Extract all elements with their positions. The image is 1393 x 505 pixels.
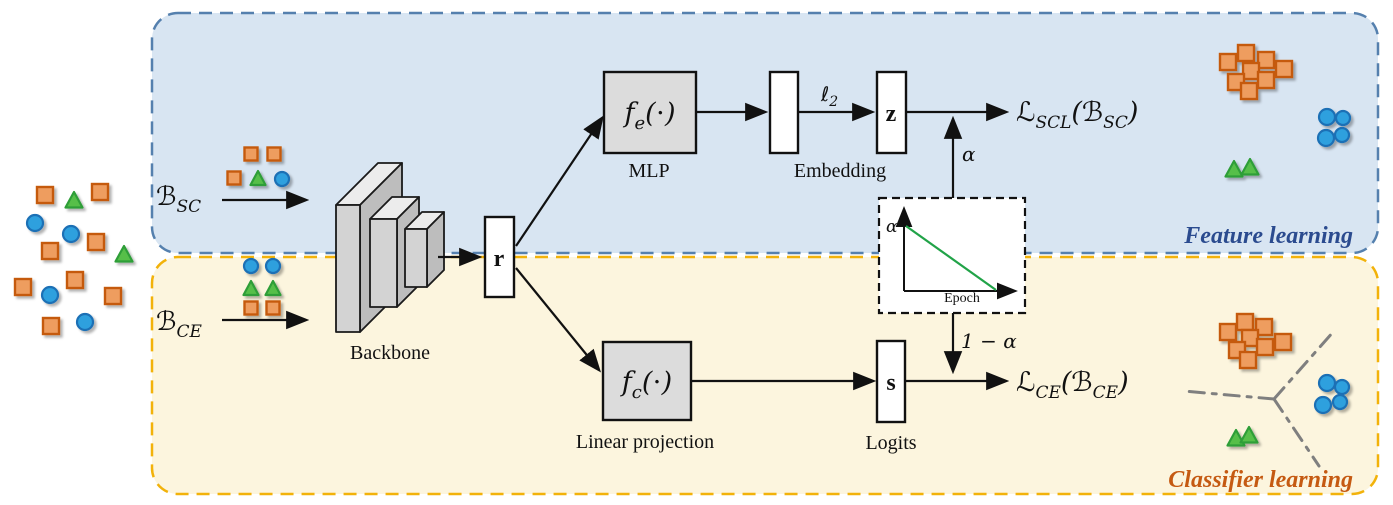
square-marker: [266, 146, 282, 162]
circle-marker: [1333, 378, 1351, 396]
scl-loss-label: ℒSCL(ℬSC): [1016, 97, 1138, 133]
square-marker: [1239, 81, 1259, 101]
r-to-classifier-arrow: [515, 267, 602, 373]
mlp-label: MLP: [628, 160, 669, 182]
embedding-z-label: z: [886, 101, 897, 127]
backbone-label: Backbone: [350, 342, 430, 364]
square-marker: [226, 170, 242, 186]
square-marker: [35, 185, 55, 205]
circle-marker: [242, 257, 260, 275]
square-marker: [1218, 322, 1238, 342]
r-to-mlp-arrow: [515, 115, 604, 247]
inset-x-label: Epoch: [944, 291, 980, 306]
alpha-decay-line: [905, 225, 997, 291]
circle-marker: [61, 224, 81, 244]
square-marker: [103, 286, 123, 306]
triangle-marker: [64, 190, 84, 209]
square-marker: [90, 182, 110, 202]
feature-learning-region: [150, 11, 1380, 255]
mlp-box: [602, 70, 698, 155]
linear-projection-box: [601, 340, 693, 422]
circle-marker: [1331, 393, 1349, 411]
circle-marker: [264, 257, 282, 275]
mlp-function-label: fe(⋅): [623, 98, 676, 134]
circle-marker: [1316, 128, 1336, 148]
circle-marker: [40, 285, 60, 305]
square-marker: [1241, 61, 1261, 81]
circle-marker: [25, 213, 45, 233]
square-marker: [1236, 43, 1256, 63]
square-marker: [243, 300, 259, 316]
logits-s-label: s: [886, 370, 895, 396]
ce-loss-label: ℒCE(ℬCE): [1016, 367, 1129, 403]
square-marker: [1256, 70, 1276, 90]
logits-label: Logits: [865, 432, 916, 454]
classifier-learning-region: [150, 255, 1380, 496]
square-marker: [265, 300, 281, 316]
one-minus-alpha-label: 1 − α: [961, 329, 1017, 353]
square-marker: [1218, 52, 1238, 72]
square-marker: [1273, 332, 1293, 352]
square-marker: [40, 241, 60, 261]
triangle-marker: [114, 244, 134, 263]
square-marker: [65, 270, 85, 290]
batch-ce-label: ℬCE: [156, 307, 202, 342]
embedding-label: Embedding: [794, 160, 886, 182]
circle-marker: [1333, 126, 1351, 144]
square-marker: [1256, 50, 1276, 70]
input-data-scatter: [13, 182, 134, 336]
circle-marker: [1334, 109, 1352, 127]
linear-projection-label: Linear projection: [576, 431, 714, 453]
circle-marker: [1317, 107, 1337, 127]
circle-marker: [1313, 395, 1333, 415]
representation-label: r: [494, 246, 505, 272]
circle-marker: [273, 170, 291, 188]
circle-marker: [1317, 373, 1337, 393]
pre-norm-embedding-box: [768, 70, 800, 155]
representation-box: [483, 215, 516, 299]
square-marker: [243, 146, 259, 162]
square-marker: [1255, 337, 1275, 357]
batch-sc-label: ℬSC: [156, 182, 201, 217]
square-marker: [86, 232, 106, 252]
embedding-z-box: [875, 70, 908, 155]
l2-norm-label: ℓ2: [820, 82, 838, 110]
classifier-function-label: fc(⋅): [620, 367, 672, 403]
classifier-learning-title: Classifier learning: [1168, 467, 1353, 493]
alpha-weight-label: α: [962, 142, 976, 166]
square-marker: [41, 316, 61, 336]
inset-y-label: α: [886, 217, 898, 237]
square-marker: [1274, 59, 1294, 79]
feature-learning-title: Feature learning: [1183, 223, 1353, 249]
square-marker: [13, 277, 33, 297]
square-marker: [1235, 312, 1255, 332]
circle-marker: [75, 312, 95, 332]
square-marker: [1238, 350, 1258, 370]
backbone-blocks: [335, 162, 445, 333]
decision-boundaries: [1181, 329, 1336, 468]
